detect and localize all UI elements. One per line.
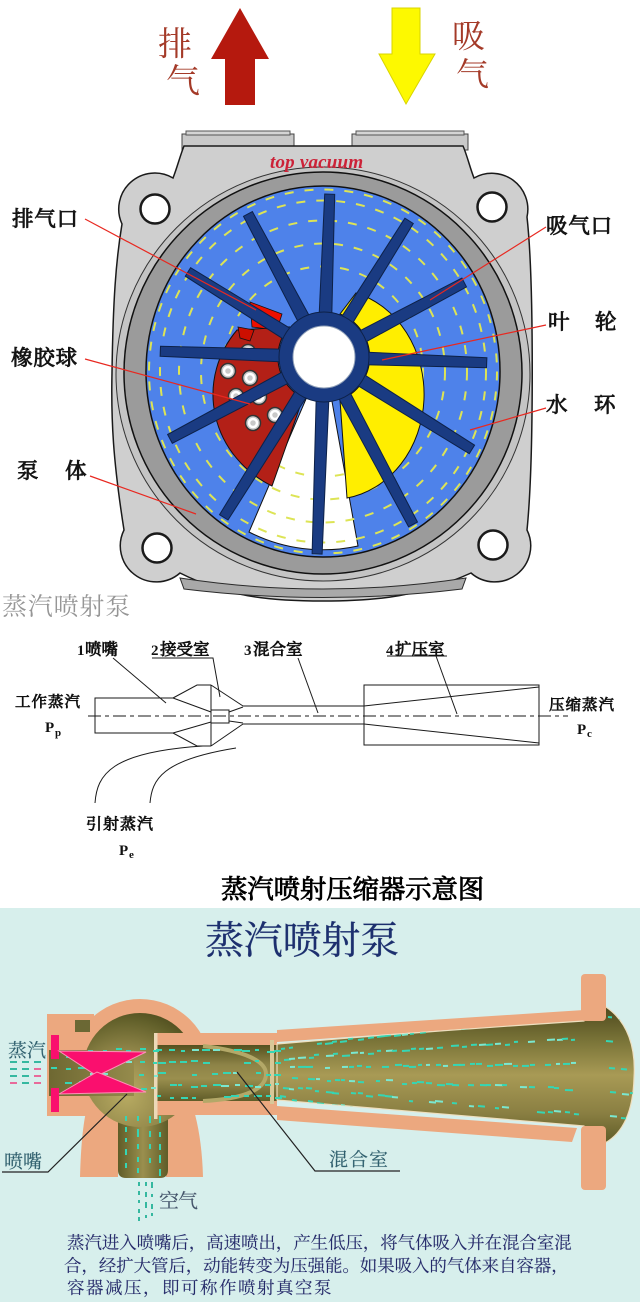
svg-text:p: p bbox=[55, 727, 61, 739]
svg-text:3: 3 bbox=[244, 643, 252, 659]
svg-text:4: 4 bbox=[386, 643, 394, 659]
svg-text:e: e bbox=[129, 849, 134, 861]
svg-text:P: P bbox=[45, 720, 54, 736]
svg-text:2: 2 bbox=[151, 643, 159, 659]
svg-text:1: 1 bbox=[77, 643, 85, 659]
svg-text:c: c bbox=[587, 728, 592, 740]
svg-text:top vacuum: top vacuum bbox=[270, 152, 363, 173]
svg-text:P: P bbox=[577, 722, 586, 738]
svg-text:P: P bbox=[119, 843, 128, 859]
